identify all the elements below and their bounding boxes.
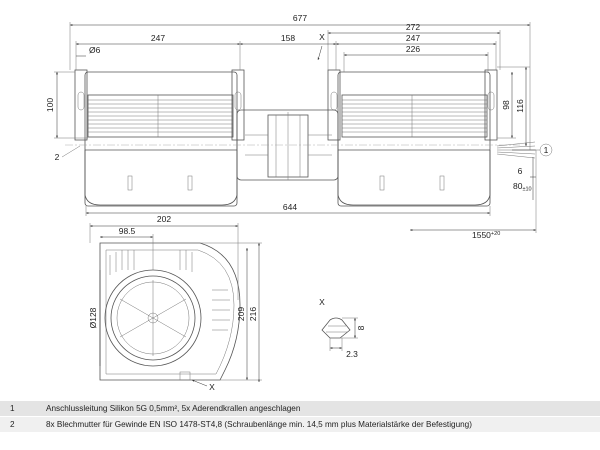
legend-description: Anschlussleitung Silikon 5G 0,5mm², 5x A…: [46, 404, 301, 413]
dim-inner-226: 226: [406, 44, 420, 54]
rotor-spokes: [119, 280, 187, 356]
dim-hole-dia: Ø6: [89, 45, 101, 55]
dim-height-98: 98: [501, 100, 511, 110]
view-x-marker-side: X: [209, 382, 215, 392]
dim-half-width: 272: [406, 22, 420, 32]
legend-row: 2 8x Blechmutter für Gewinde EN ISO 1478…: [0, 416, 600, 432]
right-impeller-grille: [342, 95, 487, 137]
dim-side-216: 216: [248, 307, 258, 321]
dim-detail-2-3: 2.3: [346, 349, 358, 359]
top-dimensions: [69, 22, 531, 150]
dim-cable-1550: 1550+20: [472, 230, 500, 240]
detail-x-view: X 8 2.3: [319, 297, 366, 359]
dim-tol-80: 80±10: [513, 181, 532, 193]
left-impeller-grille: [88, 95, 233, 137]
dim-side-98-5: 98.5: [119, 226, 136, 236]
scroll-housing: [99, 242, 241, 381]
left-blower-housing: [74, 69, 245, 207]
dim-height-100: 100: [45, 98, 55, 112]
right-blower-housing: [327, 69, 498, 207]
legend-description: 8x Blechmutter für Gewinde EN ISO 1478-S…: [46, 420, 472, 429]
side-dimensions-front: [54, 66, 537, 233]
dim-rotor-dia: Ø128: [88, 307, 98, 328]
callout-ref-1: 1: [544, 145, 549, 155]
dim-side-209: 209: [236, 307, 246, 321]
dim-offset-6: 6: [518, 166, 523, 176]
dim-base-644: 644: [283, 202, 297, 212]
dim-height-116: 116: [515, 99, 525, 113]
technical-drawing: 677 272 247 226 247 158 Ø6 100 98 116 64…: [45, 13, 553, 392]
view-x-marker-top: X: [319, 32, 325, 42]
dim-inner-247-left: 247: [151, 33, 165, 43]
dim-center-158: 158: [281, 33, 295, 43]
legend-table: 1 Anschlussleitung Silikon 5G 0,5mm², 5x…: [0, 400, 600, 432]
legend-row: 1 Anschlussleitung Silikon 5G 0,5mm², 5x…: [0, 400, 600, 416]
housing-ribs: [109, 250, 230, 331]
dim-detail-8: 8: [356, 325, 366, 330]
side-view: 202 98.5 Ø128 209 216 X: [88, 214, 262, 392]
legend-number: 2: [10, 420, 15, 429]
callout-ref-2: 2: [55, 152, 60, 162]
dim-inner-247-right: 247: [406, 33, 420, 43]
detail-x-title: X: [319, 297, 325, 307]
legend-number: 1: [10, 404, 15, 413]
dim-total-width: 677: [293, 13, 307, 23]
front-view: 677 272 247 226 247 158 Ø6 100 98 116 64…: [45, 13, 553, 240]
dim-side-202: 202: [157, 214, 171, 224]
